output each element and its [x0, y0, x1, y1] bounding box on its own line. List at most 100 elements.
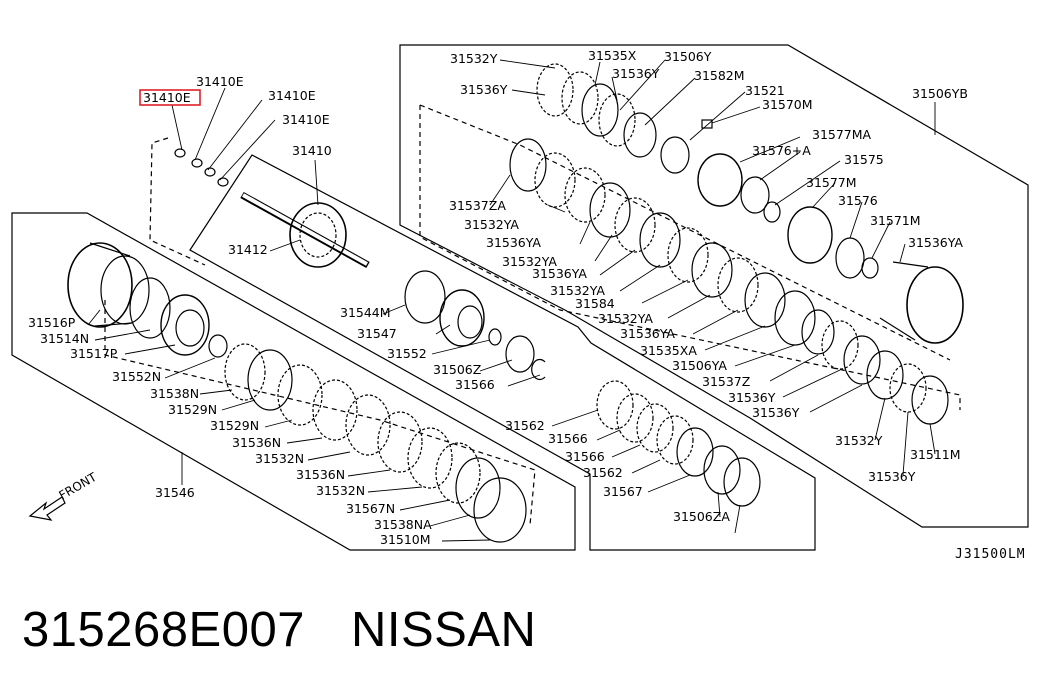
plate-31552n: [224, 343, 266, 401]
part-label-31536ya: 31536YA: [908, 235, 963, 250]
highlight-box: [139, 89, 201, 106]
ring-31582m: [660, 136, 690, 174]
part-label-31514n: 31514N: [40, 331, 89, 346]
frame-31570m: [399, 44, 1029, 528]
part-label-31410e: 31410E: [143, 90, 191, 105]
part-label-31582m: 31582M: [694, 68, 745, 83]
ring-31506yb: [509, 138, 547, 192]
part-label-31566: 31566: [548, 431, 588, 446]
plate-31536ya-d: [744, 272, 786, 328]
plate-31538n: [247, 349, 293, 411]
snap-ring-31410e-c: [204, 167, 216, 177]
plate-31532y-b: [889, 363, 927, 413]
plate-31536ya-a: [589, 182, 631, 238]
ring-31577ma: [740, 176, 770, 214]
part-label-31577ma: 31577MA: [812, 127, 872, 142]
plate-31536n-a: [345, 394, 391, 456]
transmission-exploded-diagram: FRONT J31500LM 31410E 31410E 31410E 31410E 3…: [11, 44, 1029, 562]
part-label-31521: 31521: [745, 83, 785, 98]
part-labels: 31410E31410E31410E31410E314103141231532Y…: [28, 48, 968, 547]
part-label-31532y: 31532Y: [450, 51, 498, 66]
part-label-31537za: 31537ZA: [449, 198, 506, 213]
piston-31575: [787, 206, 833, 264]
front-arrow-icon: [28, 496, 66, 521]
part-label-31532ya: 31532YA: [598, 311, 653, 326]
part-label-31506z: 31506Z: [433, 362, 481, 377]
part-label-31566: 31566: [455, 377, 495, 392]
part-label-31536ya: 31536YA: [532, 266, 587, 281]
plate-31532ya-d: [717, 257, 759, 313]
part-label-31410e: 31410E: [268, 88, 316, 103]
front-label: FRONT: [57, 470, 100, 503]
part-label-31584: 31584: [575, 296, 615, 311]
part-label-31506ya: 31506YA: [672, 358, 727, 373]
plate-31532y-top: [536, 63, 574, 117]
part-label-31536n: 31536N: [296, 467, 345, 482]
part-label-31516p: 31516P: [28, 315, 76, 330]
part-label-31536ya: 31536YA: [486, 235, 541, 250]
part-label-31532n: 31532N: [255, 451, 304, 466]
ring-31517p: [208, 334, 228, 358]
plate-31536ya-b: [639, 212, 681, 268]
part-label-31577m: 31577M: [806, 175, 857, 190]
plate-31532n-b: [435, 442, 481, 504]
part-label-31532ya: 31532YA: [464, 217, 519, 232]
plate-31562-a: [616, 393, 654, 443]
part-label-31529n: 31529N: [168, 402, 217, 417]
hub-31584: [697, 153, 743, 207]
piston-31544m: [439, 289, 485, 347]
part-label-31529n: 31529N: [210, 418, 259, 433]
part-label-31410e: 31410E: [196, 74, 244, 89]
plate-31536n-b: [407, 427, 453, 489]
part-label-31532n: 31532N: [316, 483, 365, 498]
part-label-31410e: 31410E: [282, 112, 330, 127]
dashed-frame-upper: [419, 105, 961, 410]
part-label-31511m: 31511M: [910, 447, 961, 462]
ring-31547: [488, 328, 502, 346]
part-label-31562: 31562: [583, 465, 623, 480]
part-label-31576a: 31576+A: [752, 143, 811, 158]
snap-ring-31410e-a: [174, 148, 186, 158]
part-label-31506y: 31506Y: [664, 49, 712, 64]
part-label-31576: 31576: [838, 193, 878, 208]
drum-31511m: [67, 242, 133, 328]
snap-ring-31506z: [531, 358, 546, 381]
dashed-frame-31410e: [149, 137, 206, 266]
plate-31536y-a: [843, 335, 881, 385]
part-label-31544m: 31544M: [340, 305, 391, 320]
plate-31535xa: [774, 290, 816, 346]
part-label-31571m: 31571M: [870, 213, 921, 228]
caption: 315268E007 NISSAN: [22, 595, 536, 665]
snap-ring-31410e-b: [191, 158, 203, 168]
ring-31506y: [623, 112, 657, 158]
part-number: 315268E007: [22, 603, 305, 657]
part-label-31536ya: 31536YA: [620, 326, 675, 341]
part-label-31532ya: 31532YA: [550, 283, 605, 298]
plate-31536y-b: [866, 350, 904, 400]
plate-31532ya-b: [614, 197, 656, 253]
plate-31532ya-a: [564, 167, 606, 223]
drum-31571m: [906, 266, 964, 344]
hub-31514n: [160, 294, 210, 356]
plate-31537z: [821, 320, 859, 370]
part-label-31536y: 31536Y: [460, 82, 508, 97]
part-label-31532ya: 31532YA: [502, 254, 557, 269]
snap-ring-31410e-d: [217, 177, 229, 187]
plate-31552: [505, 335, 535, 373]
part-label-31532y: 31532Y: [835, 433, 883, 448]
part-label-31536y: 31536Y: [728, 390, 776, 405]
part-label-31538na: 31538NA: [374, 517, 432, 532]
plate-31566-b: [636, 403, 674, 453]
plate-31536y-top-a: [561, 71, 599, 125]
part-label-31547: 31547: [357, 326, 397, 341]
part-label-31567n: 31567N: [346, 501, 395, 516]
ring-31576a: [763, 201, 781, 223]
plate-31532ya-c: [667, 227, 709, 283]
frame-31410: [189, 154, 816, 551]
part-label-31552: 31552: [387, 346, 427, 361]
diagram-reference-code: J31500LM: [955, 547, 1026, 562]
part-label-31567: 31567: [603, 484, 643, 499]
plate-31537za: [534, 152, 576, 208]
part-label-31506za: 31506ZA: [673, 509, 730, 524]
plate-31562-b: [676, 427, 714, 477]
